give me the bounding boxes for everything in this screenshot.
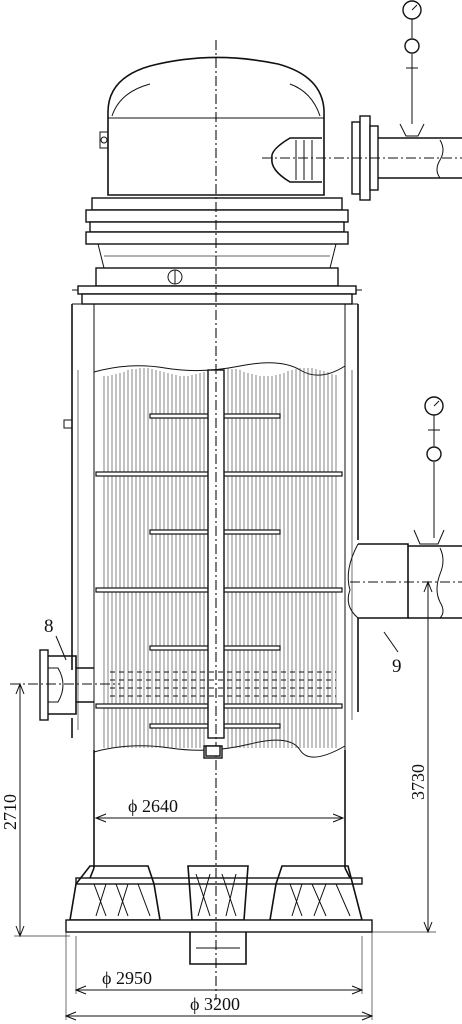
dim-height-right-text: 3730 — [408, 764, 428, 800]
leader-9 — [383, 631, 399, 653]
dim-inner-diameter: ϕ 2640 — [94, 796, 345, 823]
dim-base-diameter-text: ϕ 2950 — [102, 968, 152, 988]
central-column — [203, 369, 225, 759]
distributor-band — [110, 671, 336, 697]
transition-ring — [72, 267, 362, 305]
dim-outer-diameter-text: ϕ 3200 — [190, 994, 240, 1014]
inlet-nozzle-8 — [39, 649, 94, 721]
dim-inner-diameter-text: ϕ 2640 — [128, 796, 178, 816]
top-outlet-nozzle — [271, 0, 462, 201]
item-label-8: 8 — [44, 616, 54, 637]
tube-bundle — [103, 368, 337, 748]
side-outlet-nozzle — [347, 396, 462, 619]
item-label-9: 9 — [392, 656, 402, 677]
top-flanges — [85, 197, 349, 269]
dim-height-right: 3730 — [372, 580, 436, 934]
vessel-shell — [63, 303, 359, 868]
dim-base-diameter: ϕ 2950 — [74, 936, 364, 995]
dim-outer-diameter: ϕ 3200 — [64, 932, 374, 1021]
dim-height-left: 2710 — [0, 682, 70, 938]
dim-height-left-text: 2710 — [0, 794, 20, 830]
support-skirt — [65, 865, 373, 965]
center-marker — [205, 745, 221, 757]
top-dome — [99, 56, 325, 196]
leader-8 — [55, 635, 67, 661]
